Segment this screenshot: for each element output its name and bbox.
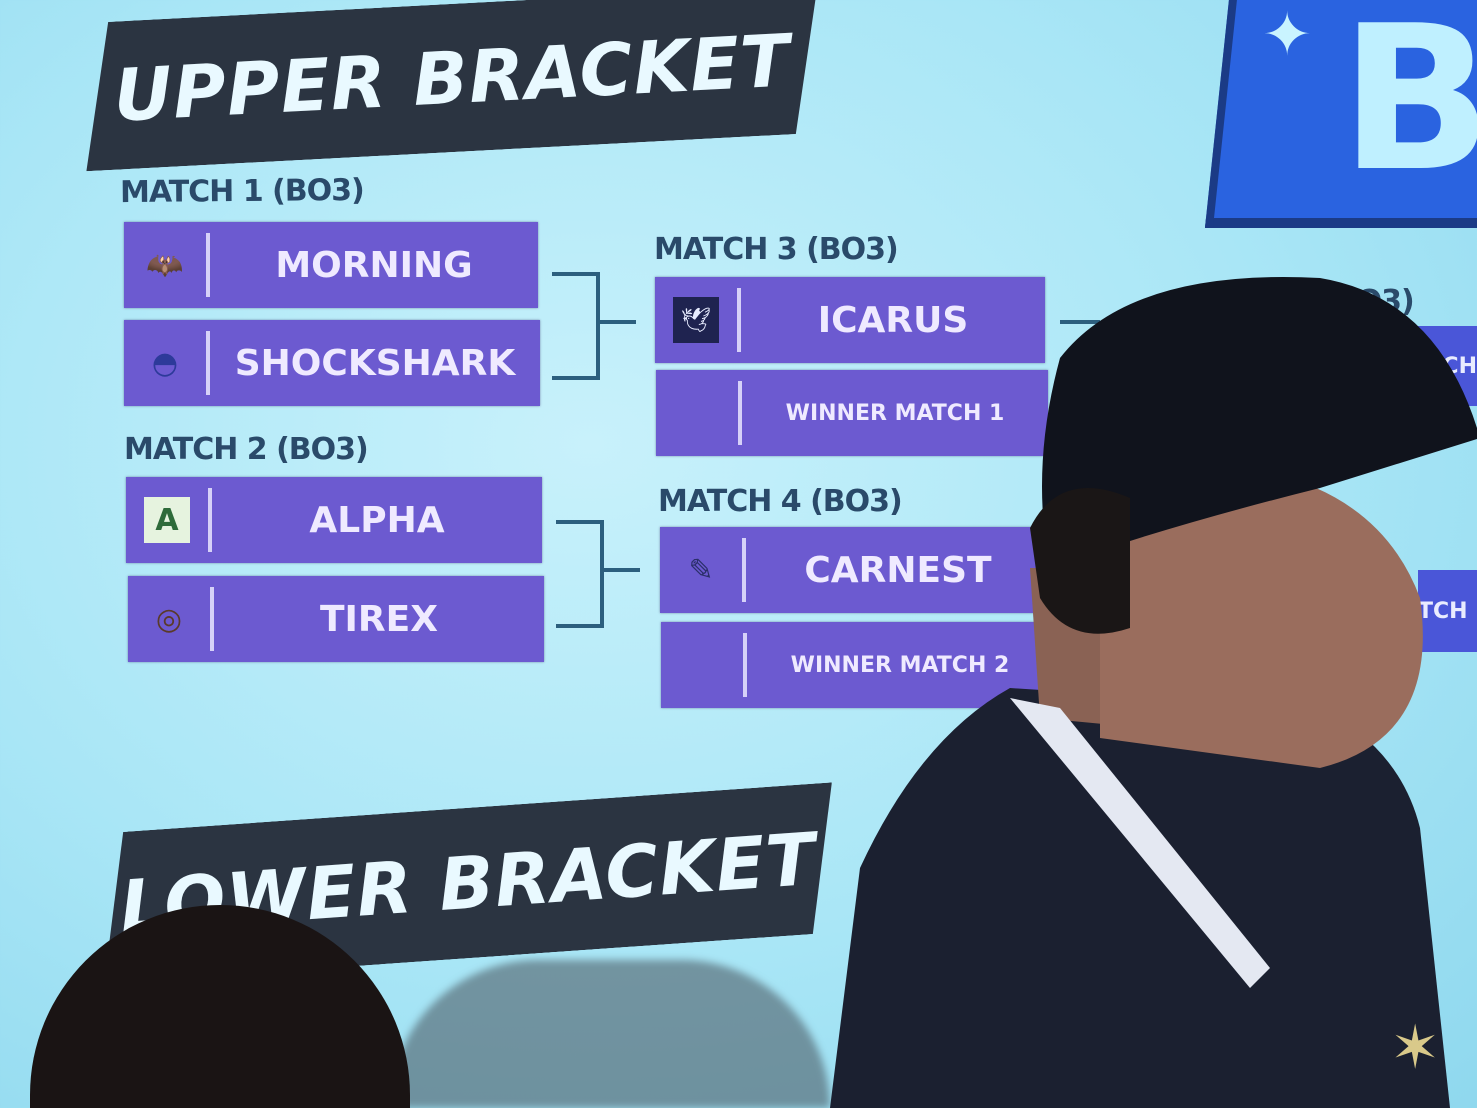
team-slot-winner-match-2[interactable]: WINNER MATCH 2: [661, 622, 1053, 708]
bracket-connector: [556, 520, 604, 628]
bracket-connector-stub: [602, 568, 640, 572]
team-slot-morning[interactable]: 🦇 MORNING: [124, 222, 538, 308]
team-name: WINNER MATCH 2: [790, 652, 1010, 678]
winged-crest-icon: 🦇: [146, 247, 184, 283]
projected-shadow: [390, 960, 830, 1108]
carnest-glyph-icon: ✎: [688, 552, 714, 588]
team-name: CARNEST: [804, 549, 992, 591]
torso: [830, 688, 1450, 1108]
team-slot-winner-match-1[interactable]: WINNER MATCH 1: [656, 370, 1048, 456]
match-2-label: MATCH 2 (BO3): [124, 432, 369, 467]
team-slot-alpha[interactable]: A ALPHA: [126, 477, 542, 563]
slot-divider: [742, 538, 746, 602]
upper-bracket-title: UPPER BRACKET: [79, 0, 826, 171]
bracket-connector: [552, 272, 600, 380]
slot-divider: [210, 587, 214, 651]
slot-divider: [208, 488, 212, 552]
team-name: ALPHA: [309, 499, 445, 541]
team-name: TIREX: [319, 598, 439, 640]
team-slot-icarus[interactable]: 🕊 ICARUS: [655, 277, 1045, 363]
team-name: ICARUS: [817, 299, 969, 341]
slot-divider: [743, 633, 747, 697]
next-match-slot-2[interactable]: TCH: [1418, 570, 1477, 652]
jersey-star-icon: ✶: [1390, 1013, 1440, 1083]
face: [1100, 463, 1423, 768]
match-1-label: MATCH 1 (BO3): [119, 172, 364, 211]
brand-letter: B: [1340, 0, 1477, 216]
spectator-in-cap: ✶: [830, 277, 1477, 1108]
match-3-label: MATCH 3 (BO3): [654, 232, 899, 267]
slot-divider: [206, 233, 210, 297]
slot-divider: [206, 331, 210, 395]
team-slot-shockshark[interactable]: ◓ SHOCKSHARK: [124, 320, 540, 406]
cap: [1042, 277, 1477, 568]
icarus-bird-icon: 🕊: [673, 297, 719, 343]
hair: [1030, 488, 1130, 634]
shark-mascot-icon: ◓: [151, 345, 179, 381]
sparkle-star-icon: ✦: [1262, 0, 1313, 70]
team-slot-tirex[interactable]: ◎ TIREX: [128, 576, 544, 662]
team-slot-carnest[interactable]: ✎ CARNEST: [660, 527, 1050, 613]
alpha-emblem-icon: A: [144, 497, 190, 543]
slot-divider: [738, 381, 742, 445]
team-name: MORNING: [275, 244, 473, 286]
slot-divider: [737, 288, 741, 352]
bracket-connector-stub: [598, 320, 636, 324]
team-name: WINNER MATCH 1: [785, 400, 1005, 426]
lanyard: [1010, 698, 1270, 988]
match-4-label: MATCH 4 (BO3): [658, 484, 903, 519]
bracket-connector-stub: [1060, 320, 1100, 324]
team-name: SHOCKSHARK: [234, 342, 516, 384]
tirex-ring-icon: ◎: [155, 601, 183, 637]
